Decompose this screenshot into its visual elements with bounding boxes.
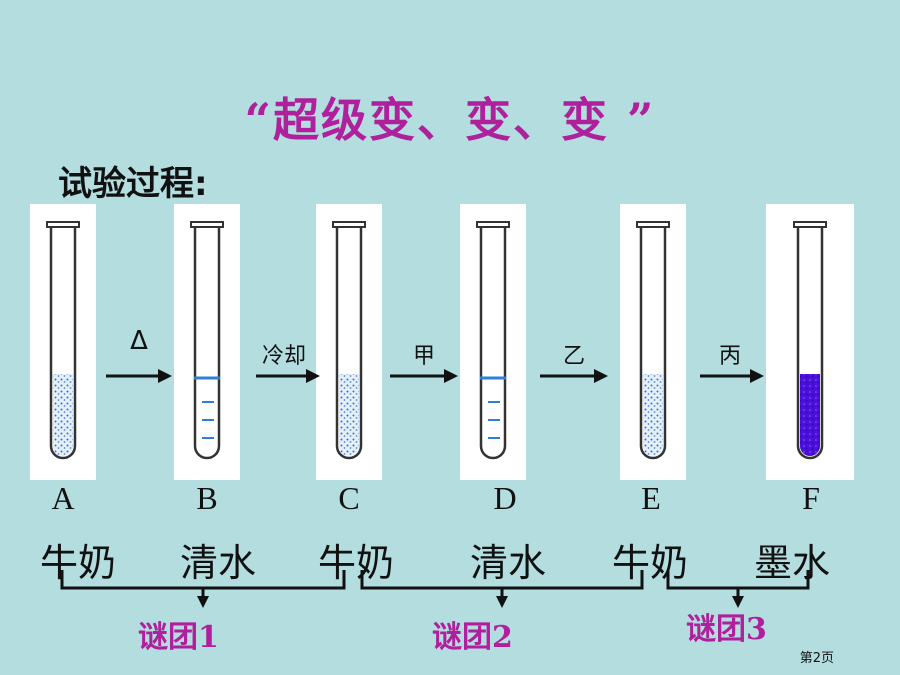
arrow-label-bing: 丙 <box>718 344 741 369</box>
puzzle-label-2: 谜团2 <box>432 620 513 655</box>
experiment-process-label: 试验过程: <box>58 164 208 204</box>
tube-letter-d: D <box>493 480 517 516</box>
liquid-label-d: 清水 <box>470 541 547 585</box>
puzzle-label-1: 谜团1 <box>138 620 219 655</box>
liquid-label-f: 墨水 <box>754 541 831 585</box>
arrow-label-yi: 乙 <box>562 344 585 369</box>
liquid-label-b: 清水 <box>180 541 257 585</box>
test-tube-e <box>620 204 686 480</box>
liquid-label-a: 牛奶 <box>40 541 117 585</box>
puzzle-label-3: 谜团3 <box>686 612 767 647</box>
test-tube-a-drawing <box>46 221 80 460</box>
test-tube-b <box>174 204 240 480</box>
test-tube-f <box>766 204 854 480</box>
test-tube-d-drawing <box>476 221 510 460</box>
tube-letter-e: E <box>641 480 661 516</box>
arrow-label-jia: 甲 <box>412 344 435 369</box>
test-tube-e-drawing <box>636 221 670 460</box>
test-tube-c-drawing <box>332 221 366 460</box>
test-tube-f-drawing <box>793 221 827 460</box>
page-number: 第2页 <box>799 651 834 666</box>
test-tube-b-drawing <box>190 221 224 460</box>
test-tube-c <box>316 204 382 480</box>
test-tube-d <box>460 204 526 480</box>
slide-title: “超级变、变、变 ” <box>244 93 656 147</box>
tube-letter-c: C <box>338 480 360 516</box>
test-tube-a <box>30 204 96 480</box>
liquid-label-e: 牛奶 <box>612 541 689 585</box>
tube-letter-a: A <box>51 480 75 516</box>
arrow-label-cool: 冷却 <box>261 344 306 369</box>
tube-letter-f: F <box>802 480 820 516</box>
liquid-label-c: 牛奶 <box>318 541 395 585</box>
tube-letter-b: B <box>196 480 218 516</box>
arrow-label-heat: Δ <box>130 326 148 356</box>
